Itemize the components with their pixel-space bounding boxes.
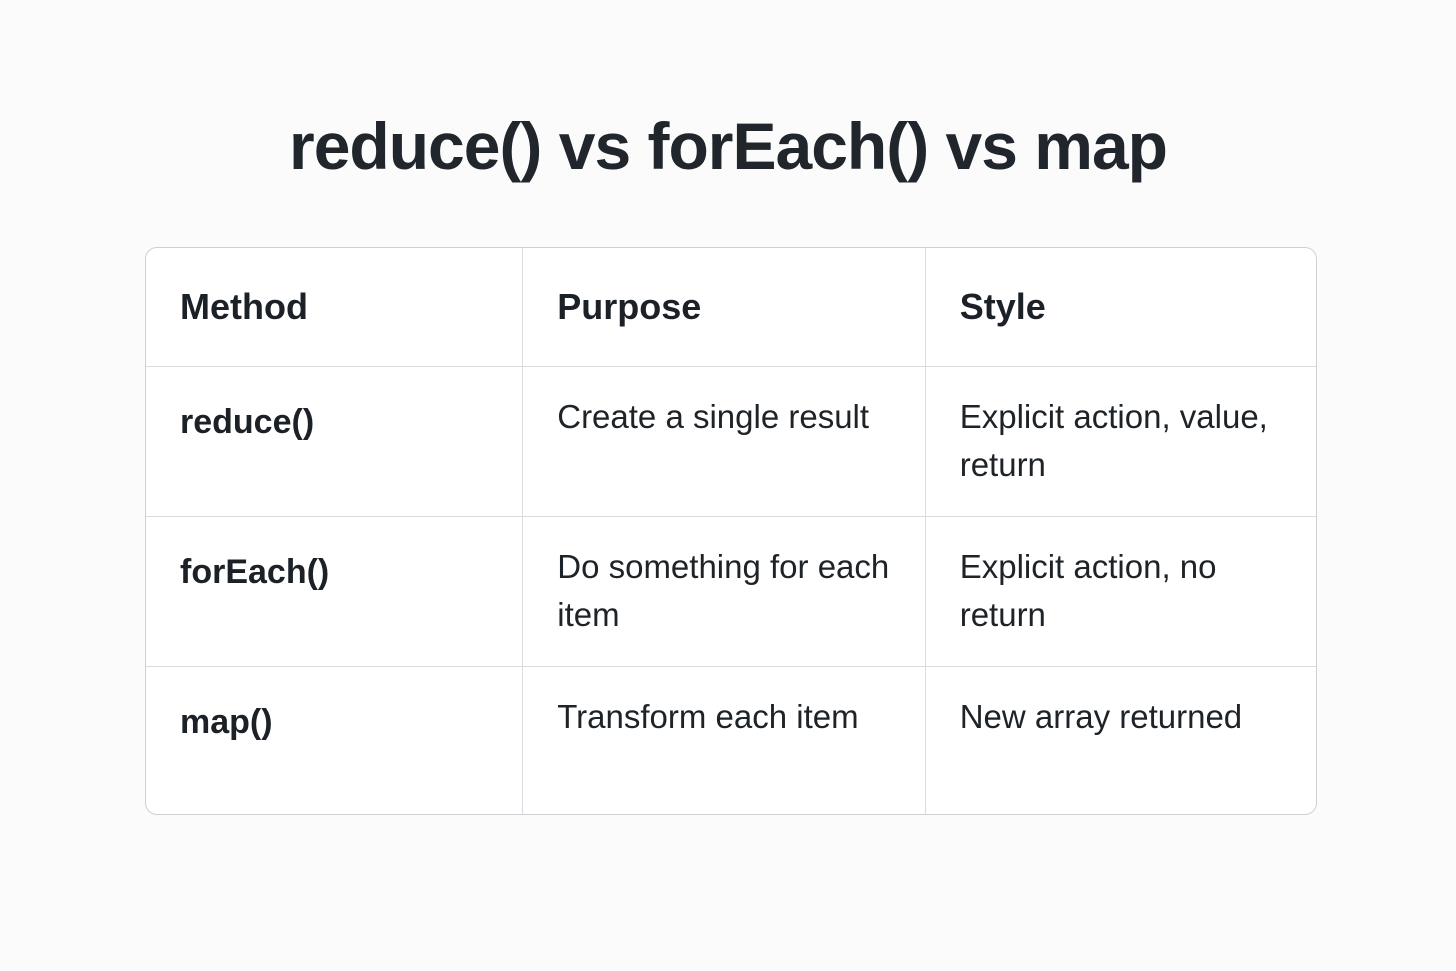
comparison-table-card: Method Purpose Style reduce() Create a s…: [145, 247, 1317, 815]
style-cell-reduce: Explicit action, value, return: [924, 365, 1316, 517]
purpose-cell-map: Transform each item: [522, 665, 926, 814]
column-header-style: Style: [924, 248, 1316, 367]
style-cell-map: New array returned: [924, 665, 1316, 814]
purpose-cell-reduce: Create a single result: [522, 365, 926, 517]
comparison-table: Method Purpose Style reduce() Create a s…: [146, 248, 1316, 814]
method-name-foreach: forEach(): [146, 515, 524, 667]
table-row-reduce: reduce() Create a single result Explicit…: [146, 365, 1316, 517]
table-header-row: Method Purpose Style: [146, 248, 1316, 367]
table-row-foreach: forEach() Do something for each item Exp…: [146, 515, 1316, 667]
page-title: reduce() vs forEach() vs map: [289, 109, 1168, 183]
style-cell-foreach: Explicit action, no return: [924, 515, 1316, 667]
method-name-reduce: reduce(): [146, 365, 524, 517]
method-name-map: map(): [146, 665, 524, 814]
purpose-cell-foreach: Do something for each item: [522, 515, 926, 667]
table-row-map: map() Transform each item New array retu…: [146, 665, 1316, 814]
column-header-purpose: Purpose: [522, 248, 926, 367]
column-header-method: Method: [146, 248, 524, 367]
